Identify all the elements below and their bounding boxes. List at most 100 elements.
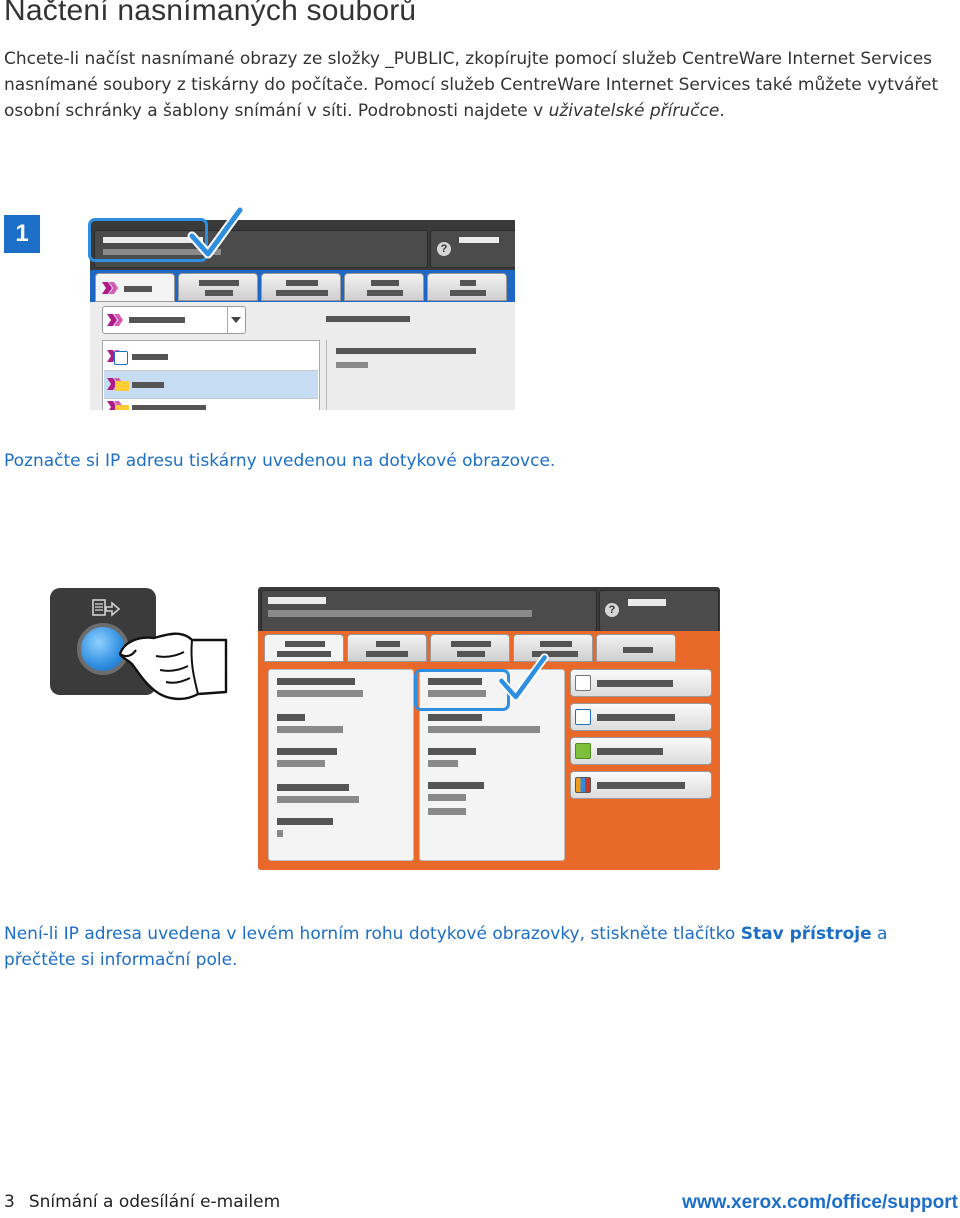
- list-item-label-line: [132, 382, 164, 388]
- tab-label-line: [366, 651, 408, 657]
- touchscreen-illustration-2: ?: [258, 587, 720, 870]
- folder-icon: [115, 405, 129, 410]
- support-link[interactable]: www.xerox.com/office/support: [682, 1192, 958, 1213]
- document-icon: [114, 351, 128, 365]
- tab-2: [347, 634, 427, 662]
- ip-label-line: [428, 678, 482, 685]
- footer-left: 3 Snímání a odesílání e-mailem: [4, 1192, 280, 1212]
- bar-chart-icon: [575, 777, 591, 793]
- tab-label-line: [540, 641, 572, 647]
- tab-label-line: [367, 290, 403, 296]
- list-item-selected: [104, 371, 318, 399]
- field-label-line: [277, 818, 333, 825]
- side-button-label-line: [597, 680, 673, 687]
- tab-label-line: [371, 280, 399, 286]
- ip-value-line: [428, 690, 486, 697]
- checkmark-icon: [187, 205, 245, 259]
- dropdown-value-line: [129, 317, 185, 323]
- field-label-line: [428, 782, 484, 789]
- tab-5: [427, 273, 507, 301]
- tab-label-line: [124, 286, 152, 292]
- field-value-line: [428, 794, 466, 801]
- ip-address-line: [268, 597, 326, 604]
- section-label-line: [326, 316, 410, 322]
- field-label-line: [277, 678, 355, 685]
- field-label-line: [428, 748, 476, 755]
- help-label-line: [459, 237, 499, 243]
- help-label-line: [628, 599, 666, 606]
- tab-label-line: [199, 280, 239, 286]
- tab-label-line: [450, 290, 486, 296]
- tab-5: [596, 634, 676, 662]
- ip-highlight-box: [88, 218, 208, 262]
- field-value-line: [277, 830, 283, 837]
- info-line: [336, 348, 476, 354]
- side-button-label-line: [597, 748, 663, 755]
- field-value-line: [428, 726, 540, 733]
- machine-status-icon: [92, 599, 120, 617]
- tab-label-line: [286, 280, 318, 286]
- status-content-area: [258, 631, 720, 870]
- folder-dropdown: [102, 306, 246, 334]
- field-value-line: [428, 760, 458, 767]
- screen-header-help-field: ?: [599, 590, 719, 632]
- screen-header-address-field: [261, 590, 597, 632]
- field-value-line: [277, 796, 359, 803]
- machine-status-label: Stav přístroje: [740, 924, 872, 944]
- tab-label-line: [285, 641, 325, 647]
- info-panel-middle: [419, 669, 565, 861]
- list-item-label-line: [132, 405, 206, 410]
- caption-text: Není-li IP adresa uvedena v levém horním…: [4, 924, 741, 944]
- side-button-3: [570, 737, 712, 765]
- field-value-line: [277, 726, 343, 733]
- device-name-line: [103, 249, 221, 255]
- field-label-line: [428, 714, 482, 721]
- side-button-4: [570, 771, 712, 799]
- tab-3: [261, 273, 341, 301]
- ip-address-line: [103, 237, 203, 243]
- chevron-down-icon: [231, 317, 241, 323]
- tab-2: [178, 273, 258, 301]
- dropdown-divider: [227, 307, 228, 333]
- tab-label-line: [457, 651, 485, 657]
- side-button-1: [570, 669, 712, 697]
- list-item: [104, 343, 318, 371]
- page-number: 3: [4, 1192, 15, 1212]
- page-title: Načtení nasnímaných souborů: [4, 0, 417, 27]
- tab-label-line: [460, 280, 476, 286]
- help-icon: ?: [437, 242, 451, 256]
- tab-label-line: [532, 651, 578, 657]
- help-icon: ?: [605, 603, 619, 617]
- folder-list: [102, 340, 320, 410]
- info-line: [336, 362, 368, 368]
- pointing-hand-icon: [118, 632, 228, 701]
- intro-end: .: [719, 101, 725, 121]
- tab-4: [344, 273, 424, 301]
- tab-bar: [90, 270, 515, 302]
- field-label-line: [277, 748, 337, 755]
- tab-4: [513, 634, 593, 662]
- intro-guide-ref: uživatelské příručce: [548, 101, 720, 121]
- step-number-badge: 1: [4, 215, 40, 253]
- field-label-line: [277, 784, 349, 791]
- info-icon: [575, 709, 591, 725]
- tab-label-line: [451, 641, 491, 647]
- field-label-line: [277, 714, 305, 721]
- side-button-label-line: [597, 714, 675, 721]
- side-button-label-line: [597, 782, 685, 789]
- field-value-line: [428, 808, 466, 815]
- screen-header-help-field: ?: [430, 230, 515, 268]
- chevron-icon: [107, 314, 123, 326]
- tab-3: [430, 634, 510, 662]
- caption-status-button: Není-li IP adresa uvedena v levém horním…: [4, 921, 944, 973]
- caption-note-ip: Poznačte si IP adresu tiskárny uvedenou …: [4, 451, 556, 471]
- tab-1: [264, 634, 344, 662]
- side-button-2: [570, 703, 712, 731]
- field-value-line: [277, 690, 363, 697]
- intro-text: Chcete-li načíst nasnímané obrazy ze slo…: [4, 49, 939, 121]
- list-item: [104, 399, 318, 410]
- footer-section-title: Snímání a odesílání e-mailem: [28, 1192, 281, 1212]
- tab-label-line: [623, 647, 653, 653]
- device-name-line: [268, 610, 532, 617]
- info-panel-left: [268, 669, 414, 861]
